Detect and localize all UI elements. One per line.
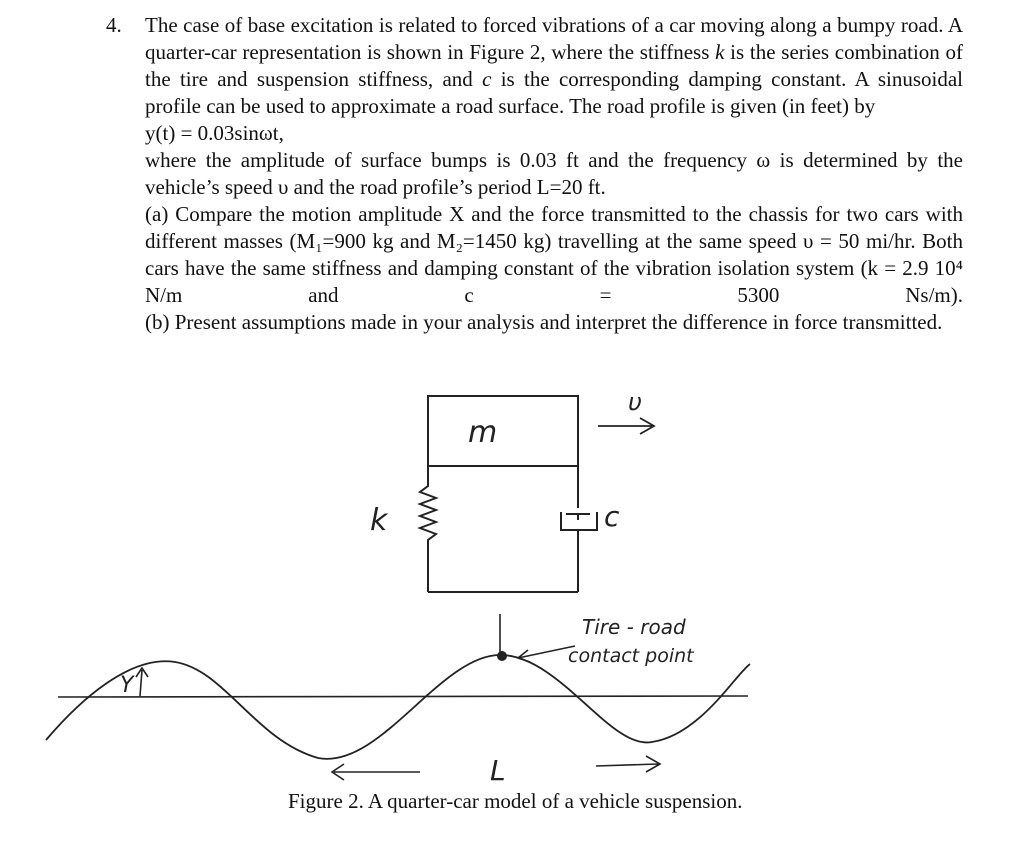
part-b: (b) Present assumptions made in your ana… [145, 310, 943, 334]
quarter-car-diagram: m υ k c Tire - road contact point Y [45, 388, 751, 787]
damper-icon [560, 466, 598, 592]
contact-arrow-icon [516, 645, 576, 663]
velocity-label: υ [628, 388, 642, 416]
spring-label: k [370, 503, 389, 538]
quarter-car-figure: m υ k c Tire - road contact point Y [0, 380, 1024, 868]
contact-label-line2: contact point [568, 645, 695, 667]
problem-intro: The case of base excitation is related t… [145, 13, 963, 118]
mass-label: m [468, 415, 497, 450]
velocity-arrow-icon [598, 417, 656, 435]
road-profile-curve [45, 654, 751, 760]
period-label: L [490, 754, 506, 787]
where-clause: where the amplitude of surface bumps is … [145, 148, 963, 199]
contact-point-dot [497, 651, 507, 661]
period-left-arrow-icon [330, 763, 420, 781]
y-axis-label: Y [120, 673, 135, 698]
mass-block [427, 395, 579, 467]
damper-label: c [604, 500, 620, 533]
question-number: 4. [106, 13, 122, 37]
part-a: (a) Compare the motion amplitude X and t… [145, 202, 963, 307]
y-amplitude-arrow-icon [135, 666, 149, 697]
period-right-arrow-icon [595, 755, 662, 773]
figure-caption: Figure 2. A quarter-car model of a vehic… [288, 789, 743, 813]
spring-icon [417, 466, 439, 592]
road-profile-equation: y(t) = 0.03sinωt, [145, 121, 284, 145]
problem-statement: The case of base excitation is related t… [145, 12, 963, 336]
ground-line [57, 695, 749, 698]
contact-label-line1: Tire - road [582, 615, 686, 639]
